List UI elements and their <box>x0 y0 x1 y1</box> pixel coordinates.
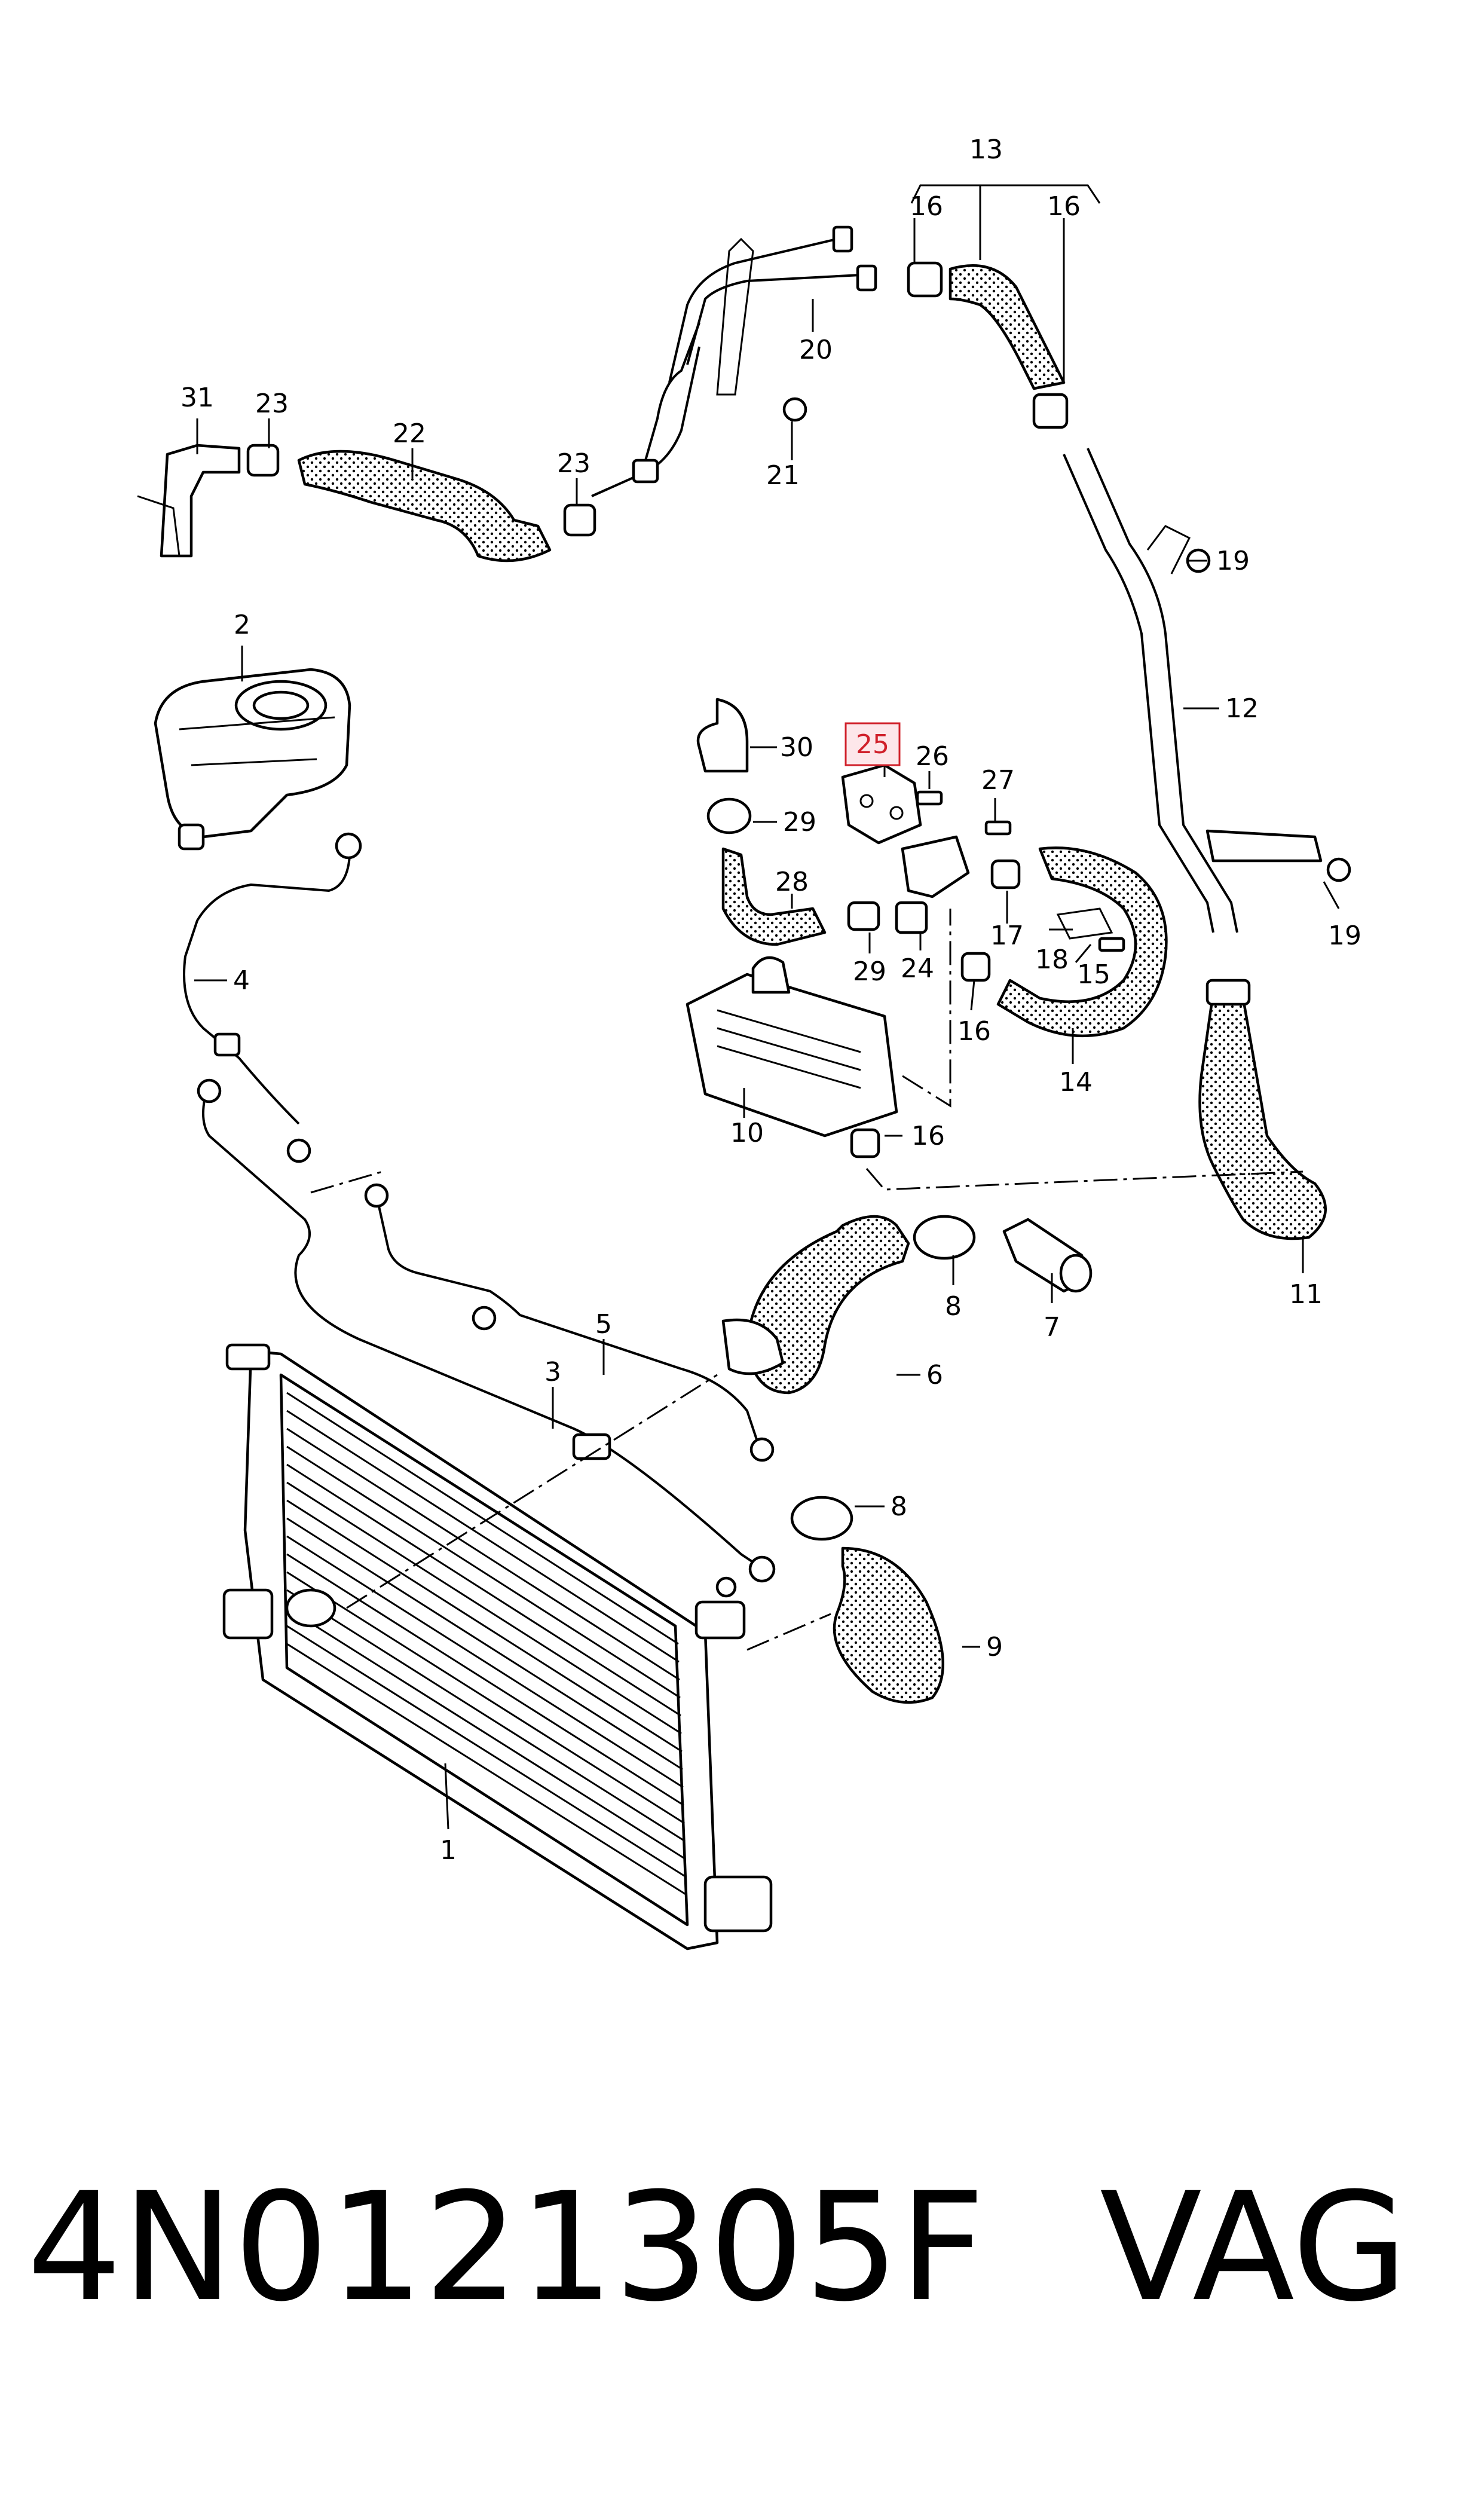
callout-2[interactable]: 2 <box>234 610 250 640</box>
hose-clamp-23a <box>246 444 280 477</box>
coolant-pipe-12 <box>1063 448 1323 933</box>
callout-16b[interactable]: 16 <box>1047 191 1081 222</box>
callout-8b[interactable]: 8 <box>891 1491 907 1522</box>
nut-19b <box>1326 857 1351 882</box>
coolant-line-5 <box>364 1183 775 1462</box>
callout-24[interactable]: 24 <box>901 953 934 984</box>
callout-31[interactable]: 31 <box>180 383 214 413</box>
coolant-hose-9 <box>833 1546 945 1704</box>
dashed-line-oil-cooler-to-pump <box>902 909 951 1108</box>
coolant-pump-24 <box>895 835 970 934</box>
oil-cooler-10 <box>686 956 898 1138</box>
hose-clamp-17 <box>990 859 1021 889</box>
hose-clamp-29b <box>847 901 880 931</box>
connecting-piece-7 <box>1002 1218 1093 1293</box>
leader-lines <box>194 184 1340 1830</box>
callout-29a[interactable]: 29 <box>783 807 816 837</box>
bracket-18 <box>1056 907 1113 940</box>
coolant-hose-22 <box>297 450 552 562</box>
coolant-hose-13 <box>907 261 1069 429</box>
bolt-27 <box>984 820 1012 836</box>
bolt-26 <box>916 790 943 806</box>
callout-23b[interactable]: 23 <box>557 448 590 479</box>
coolant-pipe-section <box>591 346 700 497</box>
callout-3[interactable]: 3 <box>544 1357 561 1387</box>
dashed-line-radiator-to-hose-9 <box>746 1613 831 1651</box>
callout-22[interactable]: 22 <box>393 418 426 449</box>
callout-15[interactable]: 15 <box>1077 959 1110 990</box>
hose-clamp-16d <box>850 1128 880 1158</box>
callout-12[interactable]: 12 <box>1225 693 1259 724</box>
coolant-expansion-tank <box>154 668 351 851</box>
bracket-25 <box>841 763 922 845</box>
callout-16d[interactable]: 16 <box>911 1121 945 1151</box>
callout-28[interactable]: 28 <box>775 867 809 897</box>
callout-23a[interactable]: 23 <box>255 389 289 419</box>
callout-8a[interactable]: 8 <box>945 1291 962 1322</box>
hose-clamp-8a <box>913 1215 976 1260</box>
highlight-box-25 <box>844 722 901 766</box>
brand-name: VAG <box>1100 2160 1408 2334</box>
coolant-line-4 <box>183 832 362 1163</box>
callout-10[interactable]: 10 <box>730 1118 764 1148</box>
callout-27[interactable]: 27 <box>981 765 1015 796</box>
callout-6[interactable]: 6 <box>926 1360 943 1390</box>
callout-26[interactable]: 26 <box>916 741 949 772</box>
callout-19a[interactable]: 19 <box>1216 546 1250 576</box>
callout-29b[interactable]: 29 <box>853 956 886 987</box>
hose-clamp-8b <box>790 1496 853 1541</box>
bolt-15 <box>1098 937 1125 952</box>
hose-clamp-29a <box>706 797 752 834</box>
callout-14[interactable]: 14 <box>1059 1067 1093 1097</box>
coolant-line-3 <box>197 1078 776 1583</box>
coolant-hose-28 <box>721 847 827 946</box>
part-number: 4N0121305F <box>27 2160 986 2334</box>
coolant-hose-30 <box>696 698 749 773</box>
coolant-hose-6 <box>721 1215 910 1395</box>
callout-9[interactable]: 9 <box>986 1632 1003 1662</box>
callout-30[interactable]: 30 <box>780 732 813 763</box>
hose-clamp-23b <box>563 503 596 537</box>
dashed-line-tank-to-radiator <box>310 1170 718 1609</box>
coolant-hose-11 <box>1198 979 1327 1240</box>
callout-18[interactable]: 18 <box>1035 944 1069 975</box>
callout-16a[interactable]: 16 <box>910 191 943 222</box>
callout-1[interactable]: 1 <box>440 1835 457 1866</box>
callout-17[interactable]: 17 <box>990 921 1024 951</box>
callout-5[interactable]: 5 <box>595 1309 612 1340</box>
dashed-line-oil-cooler-to-hose-11 <box>865 1168 1304 1191</box>
callout-25[interactable]: 25 <box>856 729 889 760</box>
connecting-pipe-31 <box>137 444 241 558</box>
callout-20[interactable]: 20 <box>799 335 833 365</box>
nut-21 <box>782 397 807 422</box>
callout-4[interactable]: 4 <box>233 965 250 996</box>
callout-16c[interactable]: 16 <box>957 1016 991 1047</box>
callout-21[interactable]: 21 <box>766 460 800 491</box>
hose-clamp-16c <box>960 952 991 982</box>
coolant-pipe-20 <box>644 225 877 461</box>
radiator <box>222 1343 773 1951</box>
callout-19b[interactable]: 19 <box>1328 921 1361 951</box>
callout-13[interactable]: 13 <box>969 134 1003 165</box>
callout-11[interactable]: 11 <box>1289 1279 1323 1310</box>
callout-7[interactable]: 7 <box>1044 1312 1060 1343</box>
